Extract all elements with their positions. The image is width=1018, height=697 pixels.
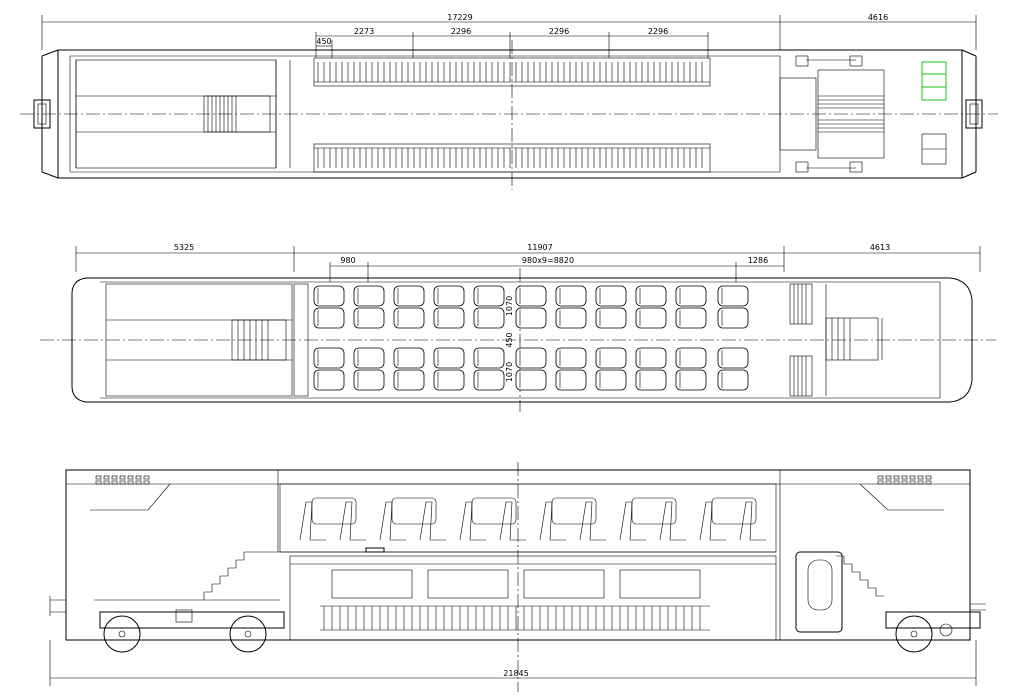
elevation-seat [659,501,686,541]
seat [555,369,587,391]
upper-seat-row-top [313,57,711,87]
seat [515,369,547,391]
bogie-right [885,611,981,653]
lower-deck-plan: 5325 11907 4613 980 980x9=8820 1286 1070… [40,243,996,412]
seat [717,285,749,307]
dim-bay-4: 2296 [648,27,668,36]
seat [353,369,385,391]
seat [473,347,505,369]
seat [675,285,707,307]
elevation-window [331,569,413,599]
seat [515,307,547,329]
seat [717,307,749,329]
elevation-seat [619,501,646,541]
seat [675,369,707,391]
elevation-seat [539,501,566,541]
side-door [795,551,843,633]
seat [635,307,667,329]
seat [393,347,425,369]
seat [515,285,547,307]
roof-grilles [95,475,932,485]
seat [635,285,667,307]
seat [515,347,547,369]
dim-first-pitch: 980 [340,256,355,265]
seat [595,285,627,307]
dim-middle-section: 11907 [527,243,552,252]
seat [555,285,587,307]
seat [353,285,385,307]
seat [635,369,667,391]
seat [433,347,465,369]
seat [717,369,749,391]
dim-bay-3: 2296 [549,27,569,36]
dim-right-section: 4613 [870,243,890,252]
seat [393,369,425,391]
seat [555,347,587,369]
seat [473,285,505,307]
elevation-seat [379,501,406,541]
seat [353,307,385,329]
seat [433,285,465,307]
seat [313,369,345,391]
elevation-seat [459,501,486,541]
side-elevation: 21845 [49,462,986,692]
seat [675,347,707,369]
upper-deck-plan: 17229 4616 450 2273 2296 2296 2296 [20,13,998,190]
elevation-seat [579,501,606,541]
seat [717,347,749,369]
lower-seat-grid [313,285,749,391]
elevation-seat [299,501,326,541]
seat [595,307,627,329]
dim-overall-length: 21845 [503,669,528,678]
elevation-seat [339,501,366,541]
seat [595,347,627,369]
elevation-window [427,569,509,599]
seat [595,369,627,391]
dim-last-pitch: 1286 [748,256,768,265]
elevation-seat [499,501,526,541]
seat [353,347,385,369]
dim-left-section: 5325 [174,243,194,252]
seat [675,307,707,329]
seat [393,307,425,329]
elevation-seat [739,501,766,541]
elevation-body-outline [65,469,971,641]
seat [635,347,667,369]
seat [433,307,465,329]
dim-aisle-width: 450 [505,332,514,347]
seat [313,347,345,369]
elevation-seat [419,501,446,541]
dim-offset: 450 [316,37,331,46]
seat [433,369,465,391]
lower-body-outline [71,277,973,403]
seat [473,307,505,329]
seat [313,307,345,329]
upper-seat-row-bottom [313,143,711,173]
dim-end-section: 4616 [868,13,888,22]
elevation-seat [699,501,726,541]
elevation-window [619,569,701,599]
dim-total-length: 17229 [447,13,472,22]
dim-pitch-total: 980x9=8820 [522,256,574,265]
seat [473,369,505,391]
dim-bay-1: 2273 [354,27,374,36]
dim-seat-width-top: 1070 [505,296,514,316]
dim-seat-width-bottom: 1070 [505,362,514,382]
elevation-window [523,569,605,599]
seat [313,285,345,307]
dim-bay-2: 2296 [451,27,471,36]
highlighted-seat-group [921,61,947,101]
seat [555,307,587,329]
seat [393,285,425,307]
bogie-left [99,609,285,653]
